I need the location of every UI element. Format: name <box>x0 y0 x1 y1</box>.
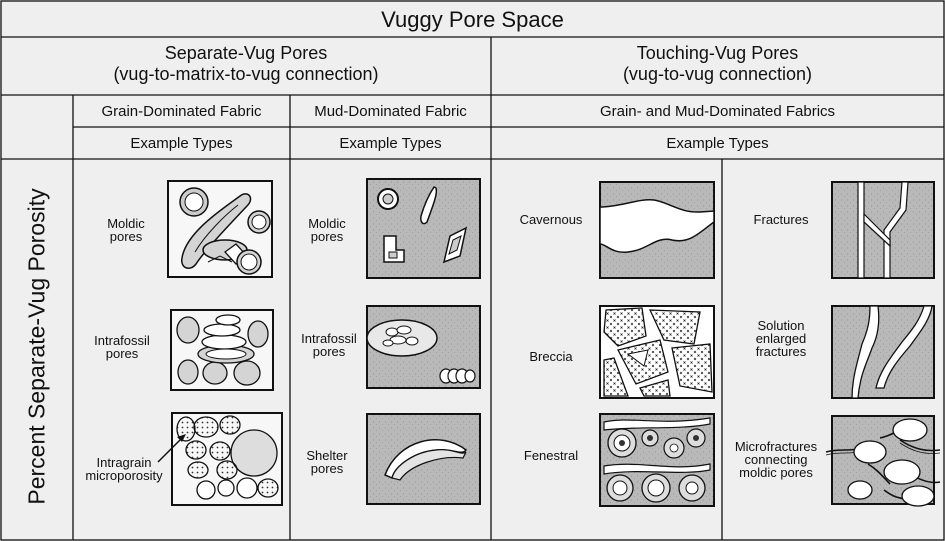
separate-vug-title: Separate-Vug Pores <box>1 43 491 64</box>
fractures-label: Fractures <box>738 213 824 226</box>
touching-vug-title: Touching-Vug Pores <box>491 43 944 64</box>
solution-fractures-illustration <box>832 306 934 398</box>
fractures-illustration <box>832 182 934 278</box>
cavernous-label: Cavernous <box>508 213 594 226</box>
mud-example-types-label: Example Types <box>290 135 491 152</box>
grain-dominated-fabric-label: Grain-Dominated Fabric <box>73 103 290 120</box>
breccia-illustration <box>600 306 714 398</box>
mud-intrafossil-label: Intrafossil pores <box>294 332 364 358</box>
touching-vug-header: Touching-Vug Pores (vug-to-vug connectio… <box>491 43 944 84</box>
mud-intrafossil-illustration <box>367 306 480 388</box>
grain-mud-fabric-label: Grain- and Mud-Dominated Fabrics <box>491 103 944 120</box>
diagram-title: Vuggy Pore Space <box>1 7 944 32</box>
grain-moldic-illustration <box>168 181 272 277</box>
touching-example-types-label: Example Types <box>491 135 944 152</box>
grain-intrafossil-illustration <box>171 310 273 390</box>
cavernous-illustration <box>600 182 714 278</box>
grain-intrafossil-label: Intrafossil pores <box>86 334 158 360</box>
microfractures-label: Microfractures connecting moldic pores <box>722 440 830 479</box>
grain-example-types-label: Example Types <box>73 135 290 152</box>
grain-intragrain-illustration <box>158 413 282 505</box>
separate-vug-subtitle: (vug-to-matrix-to-vug connection) <box>1 64 491 85</box>
mud-dominated-fabric-label: Mud-Dominated Fabric <box>290 103 491 120</box>
microfractures-illustration <box>826 416 940 506</box>
fenestral-illustration <box>600 414 714 506</box>
mud-shelter-label: Shelter pores <box>296 449 358 475</box>
touching-vug-subtitle: (vug-to-vug connection) <box>491 64 944 85</box>
mud-moldic-illustration <box>367 179 480 278</box>
separate-vug-header: Separate-Vug Pores (vug-to-matrix-to-vug… <box>1 43 491 84</box>
grain-moldic-label: Moldic pores <box>96 217 156 243</box>
breccia-label: Breccia <box>508 350 594 363</box>
percent-separate-vug-porosity-label: Percent Separate-Vug Porosity <box>24 157 51 537</box>
mud-shelter-illustration <box>367 414 480 504</box>
solution-fractures-label: Solution enlarged fractures <box>738 319 824 358</box>
mud-moldic-label: Moldic pores <box>294 217 360 243</box>
grain-intragrain-label: Intragrain microporosity <box>76 456 172 482</box>
fenestral-label: Fenestral <box>508 449 594 462</box>
